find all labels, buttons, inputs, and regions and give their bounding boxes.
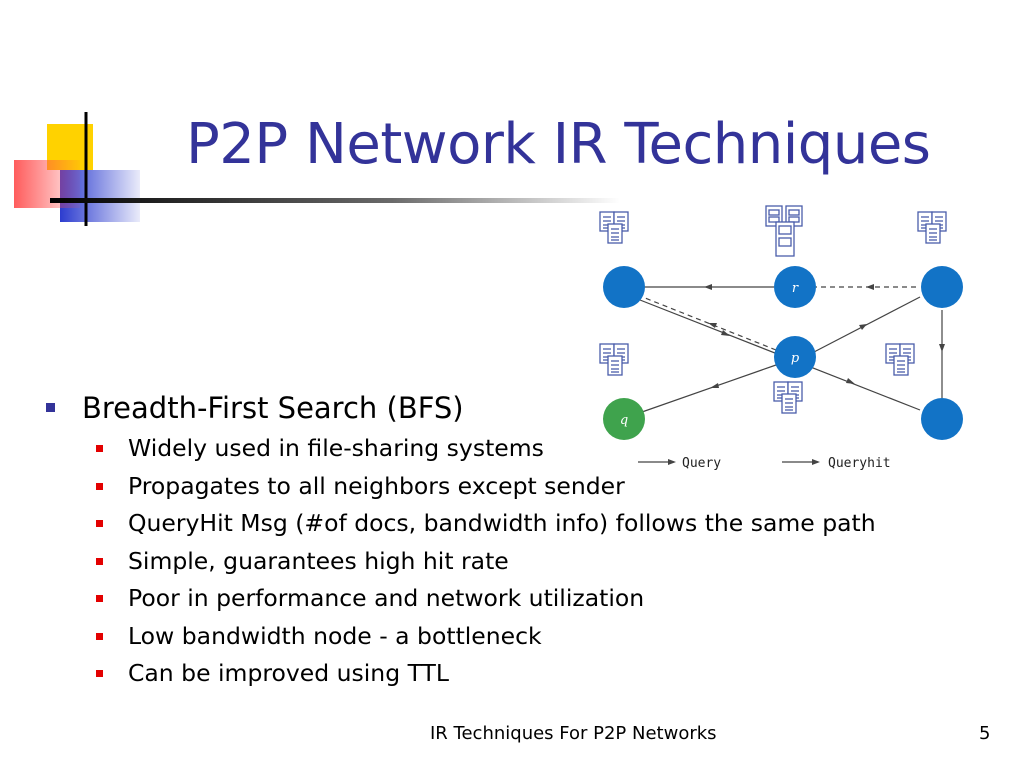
sub-bullet-text: Can be improved using TTL [128, 659, 449, 687]
sub-bullet-text: QueryHit Msg (#of docs, bandwidth info) … [128, 509, 876, 537]
edge-q-to-p [641, 364, 777, 413]
sub-bullet-text: Poor in performance and network utilizat… [128, 584, 645, 612]
sub-bullet-marker [96, 595, 103, 602]
sub-bullet-marker [96, 557, 103, 565]
node-q-label: q [620, 413, 628, 428]
sub-bullet: Simple, guarantees high hit rate [90, 543, 876, 581]
sub-bullet-marker [96, 445, 103, 452]
sub-bullet-marker [96, 632, 103, 640]
document-stack-midright [886, 344, 914, 375]
sub-bullet-marker [96, 482, 103, 490]
slide-title: P2P Network IR Techniques [186, 112, 931, 177]
arrow-edge-r-left [704, 284, 712, 290]
diagram-nodes [603, 266, 963, 440]
bullet-main: Breadth-First Search (BFS) [44, 386, 876, 430]
page-number: 5 [979, 723, 991, 744]
node-p-label: p [791, 351, 800, 366]
sub-bullet-marker [96, 520, 103, 527]
sub-bullet: Low bandwidth node - a bottleneck [90, 618, 876, 656]
slide-decoration [14, 112, 620, 226]
document-stack-topright [918, 212, 946, 243]
sub-bullet: Can be improved using TTL [90, 655, 876, 693]
arrow-edge-vertical [939, 344, 945, 352]
document-stack-r [765, 205, 803, 257]
node-q [603, 398, 645, 440]
bullet-sublist-wrapper: Widely used in file-sharing systems Prop… [44, 430, 876, 693]
arrow-edge-p-topleft [708, 323, 717, 328]
legend-queryhit-label: Queryhit [828, 456, 891, 471]
sub-bullet: Widely used in file-sharing systems [90, 430, 876, 468]
node-p [774, 336, 816, 378]
edge-p-to-topright [813, 296, 921, 353]
bfs-network-diagram: r p q Query Queryhit [590, 205, 963, 471]
arrow-edge-cross-2 [846, 378, 855, 384]
sub-bullet: Propagates to all neighbors except sende… [90, 468, 876, 506]
sub-bullet-text: Propagates to all neighbors except sende… [128, 471, 625, 500]
bullet-main-text: Breadth-First Search (BFS) [82, 391, 464, 425]
node-top-left [603, 266, 645, 308]
bullet-marker [46, 403, 55, 412]
arrow-edge-cross [721, 330, 730, 336]
document-stack-midleft [600, 344, 628, 375]
sub-bullet-text: Widely used in file-sharing systems [128, 434, 544, 462]
arrow-edge-p-topright [859, 324, 867, 330]
document-stack-topleft [600, 212, 628, 243]
sub-bullet: Poor in performance and network utilizat… [90, 580, 876, 618]
slide-footer: IR Techniques For P2P Networks [430, 723, 717, 744]
sub-bullet-text: Low bandwidth node - a bottleneck [128, 621, 542, 650]
arrow-edge-topright-left [866, 284, 874, 290]
bullet-list: Breadth-First Search (BFS) Widely used i… [44, 386, 876, 693]
arrow-edge-q-p [710, 383, 719, 388]
bullet-sublist: Widely used in file-sharing systems Prop… [44, 430, 876, 693]
diagram-legend: Query Queryhit [638, 456, 891, 471]
diagram-edges [639, 286, 943, 413]
sub-bullet: QueryHit Msg (#of docs, bandwidth info) … [90, 505, 876, 543]
sub-bullet-text: Simple, guarantees high hit rate [128, 546, 509, 575]
legend-query-label: Query [682, 456, 721, 471]
diagram-arrowheads [704, 284, 945, 388]
node-r-label: r [792, 281, 799, 296]
sub-bullet-marker [96, 670, 103, 677]
node-r [774, 266, 816, 308]
node-bottom-right [921, 398, 963, 440]
title-underline [50, 198, 620, 203]
node-top-right [921, 266, 963, 308]
